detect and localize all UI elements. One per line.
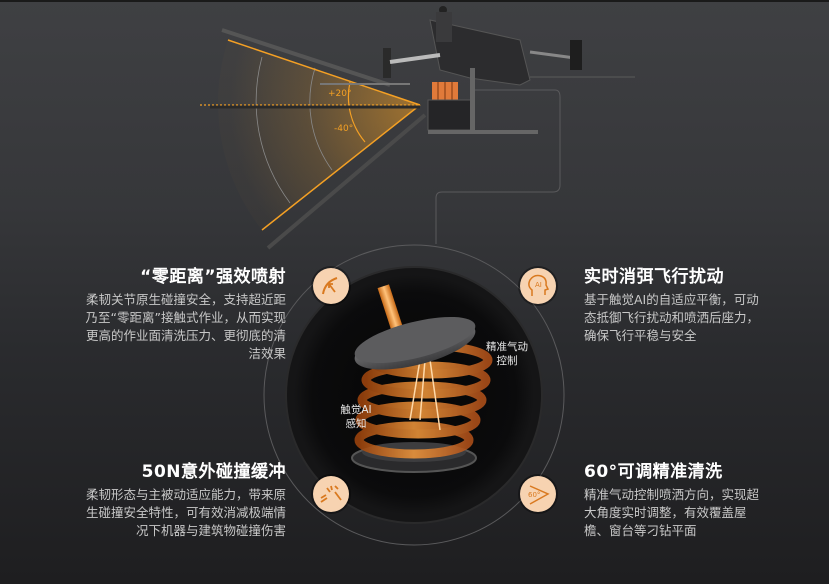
drone-body <box>383 6 635 134</box>
svg-text:AI: AI <box>535 281 542 289</box>
pneumatic-control-label: 精准气动 控制 <box>486 341 528 367</box>
angle-label-plus20: +20° <box>328 89 352 99</box>
feature-title: 50N意外碰撞缓冲 <box>141 462 286 482</box>
feature-title: “零距离”强效喷射 <box>140 267 286 287</box>
top-border <box>0 0 829 2</box>
angle-diagram <box>200 28 427 250</box>
feature-title: 60°可调精准清洗 <box>584 462 723 482</box>
tactile-ai-label: 触觉AI 感知 <box>340 404 372 430</box>
impact-icon <box>313 476 349 512</box>
feature-desc: 柔韧形态与主被动适应能力，带来原 生碰撞安全特性，可有效消减极端情 况下机器与建… <box>85 487 286 538</box>
feature-title: 实时消弭飞行扰动 <box>584 267 724 287</box>
feature-flight-disturbance: 实时消弭飞行扰动 基于触觉AI的自适应平衡，可动 态抵御飞行扰动和喷洒后座力， … <box>584 266 824 345</box>
ai-head-icon: AI <box>520 268 556 304</box>
feature-desc: 柔韧关节原生碰撞安全，支持超近距 乃至“零距离”接触式作业，从而实现 更高的作业… <box>85 292 286 361</box>
spray-arc-icon <box>313 268 349 304</box>
angle-60-icon: 60° <box>520 476 556 512</box>
feature-desc: 基于触觉AI的自适应平衡，可动 态抵御飞行扰动和喷洒后座力， 确保飞行平稳与安全 <box>584 292 760 343</box>
feature-adjustable-cleaning: 60°可调精准清洗 精准气动控制喷洒方向，实现超 大角度实时调整，有效覆盖屋 檐… <box>584 461 824 540</box>
svg-text:60°: 60° <box>528 491 540 499</box>
feature-desc: 精准气动控制喷洒方向，实现超 大角度实时调整，有效覆盖屋 檐、窗台等刁钻平面 <box>584 487 760 538</box>
feature-collision-buffer: 50N意外碰撞缓冲 柔韧形态与主被动适应能力，带来原 生碰撞安全特性，可有效消减… <box>36 461 286 540</box>
bellows-actuator <box>351 284 493 473</box>
feature-zero-distance: “零距离”强效喷射 柔韧关节原生碰撞安全，支持超近距 乃至“零距离”接触式作业，… <box>36 266 286 363</box>
angle-label-minus40: -40° <box>334 124 354 134</box>
